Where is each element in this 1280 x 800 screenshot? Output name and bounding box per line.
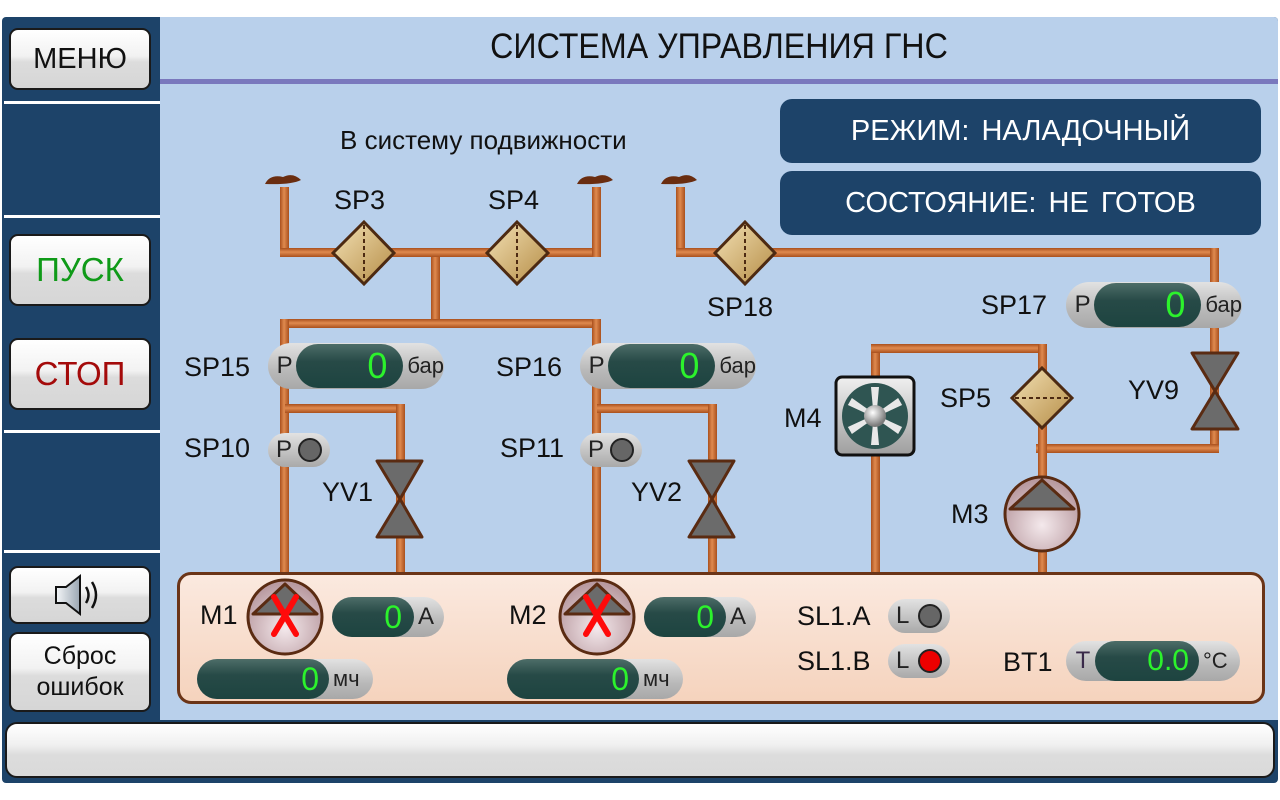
sound-button[interactable] xyxy=(9,566,151,624)
valve-yv1-label: YV1 xyxy=(322,477,374,507)
status-lamp-icon xyxy=(610,438,634,462)
motor-m1-label: M1 xyxy=(200,600,238,630)
filter-sp4-icon[interactable] xyxy=(484,219,551,287)
speaker-icon xyxy=(55,573,98,617)
hours-value: 0 xyxy=(507,659,639,699)
switch-sp10-label: SP10 xyxy=(184,433,251,463)
mode-badge: РЕЖИМ: НАЛАДОЧНЫЙ xyxy=(780,99,1261,163)
level-sl1a-label: SL1.A xyxy=(797,601,871,631)
fan-icon[interactable] xyxy=(834,375,916,457)
title-divider xyxy=(160,79,1278,84)
fan-m4-label: M4 xyxy=(784,403,822,433)
level-sensor-sl1a: L xyxy=(888,599,950,633)
page-title: СИСТЕМА УПРАВЛЕНИЯ ГНС xyxy=(490,27,948,66)
gauge-unit: °C xyxy=(1203,648,1228,673)
gauge-sp17-label: SP17 xyxy=(981,290,1048,320)
motor-m2-label: M2 xyxy=(509,600,547,630)
pressure-gauge-sp16: P 0 бар xyxy=(580,343,756,389)
menu-button[interactable]: МЕНЮ xyxy=(9,28,151,90)
temp-bt1-label: BT1 xyxy=(1003,647,1053,677)
sidebar-divider xyxy=(4,215,162,218)
temperature-gauge-bt1: T 0.0 °C xyxy=(1066,641,1240,681)
alarm-lamp-icon xyxy=(918,649,942,673)
stop-button[interactable]: СТОП xyxy=(9,338,151,410)
switch-prefix: P xyxy=(588,436,605,463)
start-button[interactable]: ПУСК xyxy=(9,234,151,306)
sidebar-divider xyxy=(4,101,162,104)
motor-m1-current: 0 А xyxy=(332,597,444,637)
current-unit: А xyxy=(418,603,435,630)
reset-label-line2: ошибок xyxy=(36,673,124,701)
level-sensor-sl1b: L xyxy=(888,644,950,678)
sidebar-divider xyxy=(4,550,162,553)
pressure-gauge-sp15: P 0 бар xyxy=(268,343,444,389)
hours-unit: мч xyxy=(643,666,670,691)
sensor-prefix: L xyxy=(896,602,910,629)
fault-cross-icon xyxy=(271,594,299,637)
sidebar-divider xyxy=(4,430,162,433)
outlet-cap-icon xyxy=(265,175,301,185)
pump-m3-label: M3 xyxy=(951,499,989,529)
gauge-sp15-label: SP15 xyxy=(184,352,251,382)
gauge-unit: бар xyxy=(1205,292,1242,317)
status-bar xyxy=(5,722,1275,778)
pump-icon[interactable] xyxy=(1003,475,1081,553)
switch-prefix: P xyxy=(276,436,293,463)
gauge-prefix: P xyxy=(1074,291,1091,318)
gauge-unit: бар xyxy=(719,353,756,378)
gauge-value: 0.0 xyxy=(1095,641,1199,681)
filter-sp18-label: SP18 xyxy=(707,292,774,322)
filter-sp18-icon[interactable] xyxy=(712,219,778,287)
level-sl1b-label: SL1.B xyxy=(797,646,871,676)
valve-yv9-label: YV9 xyxy=(1128,375,1180,405)
current-unit: А xyxy=(730,603,747,630)
gauge-value: 0 xyxy=(608,344,716,388)
hours-unit: мч xyxy=(333,666,360,691)
gauge-prefix: T xyxy=(1075,647,1091,674)
pressure-switch-sp11: P xyxy=(580,433,642,467)
current-value: 0 xyxy=(332,597,414,637)
gauge-prefix: P xyxy=(276,352,293,379)
state-badge: СОСТОЯНИЕ: НЕ ГОТОВ xyxy=(780,171,1261,235)
status-lamp-icon xyxy=(918,604,942,628)
filter-sp5-icon[interactable] xyxy=(1009,365,1075,431)
valve-yv2-icon[interactable] xyxy=(687,459,736,539)
motor-m2-pump-icon[interactable] xyxy=(552,572,642,662)
gauge-value: 0 xyxy=(1094,283,1202,327)
pressure-gauge-sp17: P 0 бар xyxy=(1066,282,1242,328)
main-panel: СИСТЕМА УПРАВЛЕНИЯ ГНС РЕЖИМ: НАЛАДОЧНЫЙ… xyxy=(160,17,1278,720)
motor-m2-hours: 0 мч xyxy=(507,659,683,699)
motor-m1-pump-icon[interactable] xyxy=(240,572,330,662)
gauge-sp16-label: SP16 xyxy=(496,352,563,382)
valve-yv2-label: YV2 xyxy=(631,477,683,507)
status-lamp-icon xyxy=(298,438,322,462)
filter-sp3-icon[interactable] xyxy=(330,219,397,287)
sensor-prefix: L xyxy=(896,647,910,674)
outlet-cap-icon xyxy=(661,175,697,185)
reset-label-line1: Сброс xyxy=(43,642,117,670)
outlet-cap-icon xyxy=(577,175,613,185)
motor-m1-hours: 0 мч xyxy=(197,659,373,699)
pressure-switch-sp10: P xyxy=(268,433,330,467)
switch-sp11-label: SP11 xyxy=(500,433,565,463)
filter-sp5-label: SP5 xyxy=(940,383,992,413)
valve-yv9-icon[interactable] xyxy=(1190,351,1240,431)
filter-sp3-label: SP3 xyxy=(334,185,386,215)
motor-m2-current: 0 А xyxy=(644,597,756,637)
reset-errors-button[interactable]: Сброс ошибок xyxy=(9,632,151,712)
gauge-prefix: P xyxy=(588,352,605,379)
filter-sp4-label: SP4 xyxy=(488,185,540,215)
gauge-value: 0 xyxy=(296,344,404,388)
outlet-label: В систему подвижности xyxy=(340,125,627,155)
current-value: 0 xyxy=(644,597,726,637)
gauge-unit: бар xyxy=(407,353,444,378)
fault-cross-icon xyxy=(583,594,611,637)
valve-yv1-icon[interactable] xyxy=(375,459,424,539)
hours-value: 0 xyxy=(197,659,329,699)
